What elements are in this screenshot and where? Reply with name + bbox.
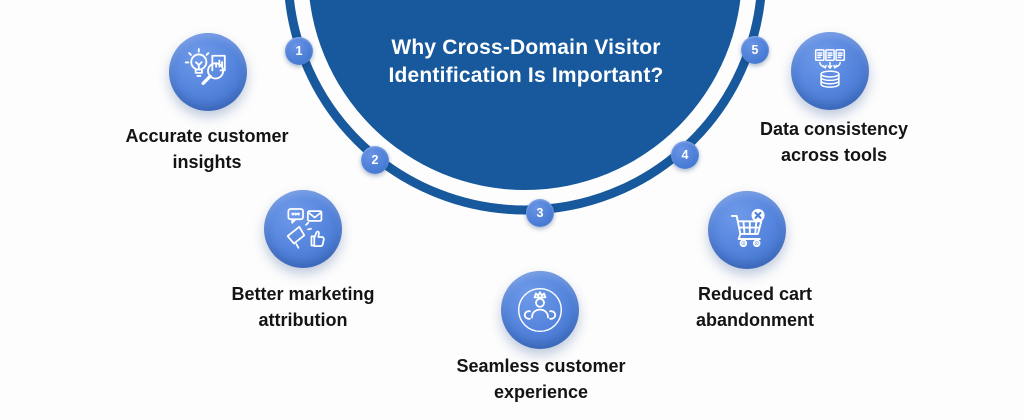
step-2-icon-circle: [264, 190, 342, 268]
lightbulb-magnifier-icon: [184, 48, 226, 85]
page-title: Why Cross-Domain Visitor Identification …: [305, 34, 747, 90]
step-1-label: Accurate customer insights: [125, 126, 289, 172]
step-badge-3: 3: [526, 199, 554, 227]
step-4-icon-circle: [708, 191, 786, 269]
step-badge-2: 2: [361, 146, 389, 174]
cart-cancel-icon: [730, 208, 765, 248]
outer-arc-ring: [285, 0, 765, 215]
step-badge-1: 1: [285, 37, 313, 65]
megaphone-engagement-icon: [286, 208, 325, 249]
documents-to-database-icon: [814, 49, 846, 88]
step-badge-4: 4: [671, 141, 699, 169]
title-line-1: Why Cross-Domain Visitor: [391, 36, 661, 59]
step-2-label: Better marketing attribution: [231, 284, 375, 330]
step-3-icon-circle: [501, 271, 579, 349]
step-1-icon-circle: [169, 33, 247, 111]
customer-care-icon: [517, 287, 563, 333]
step-badge-5: 5: [741, 36, 769, 64]
center-circle: [309, 0, 741, 190]
step-5-label: Data consistency across tools: [759, 119, 909, 165]
step-4-label: Reduced cart abandonment: [695, 284, 814, 330]
step-5-icon-circle: [791, 32, 869, 110]
title-line-2: Identification Is Important?: [388, 64, 664, 87]
step-3-label: Seamless customer experience: [456, 356, 626, 402]
